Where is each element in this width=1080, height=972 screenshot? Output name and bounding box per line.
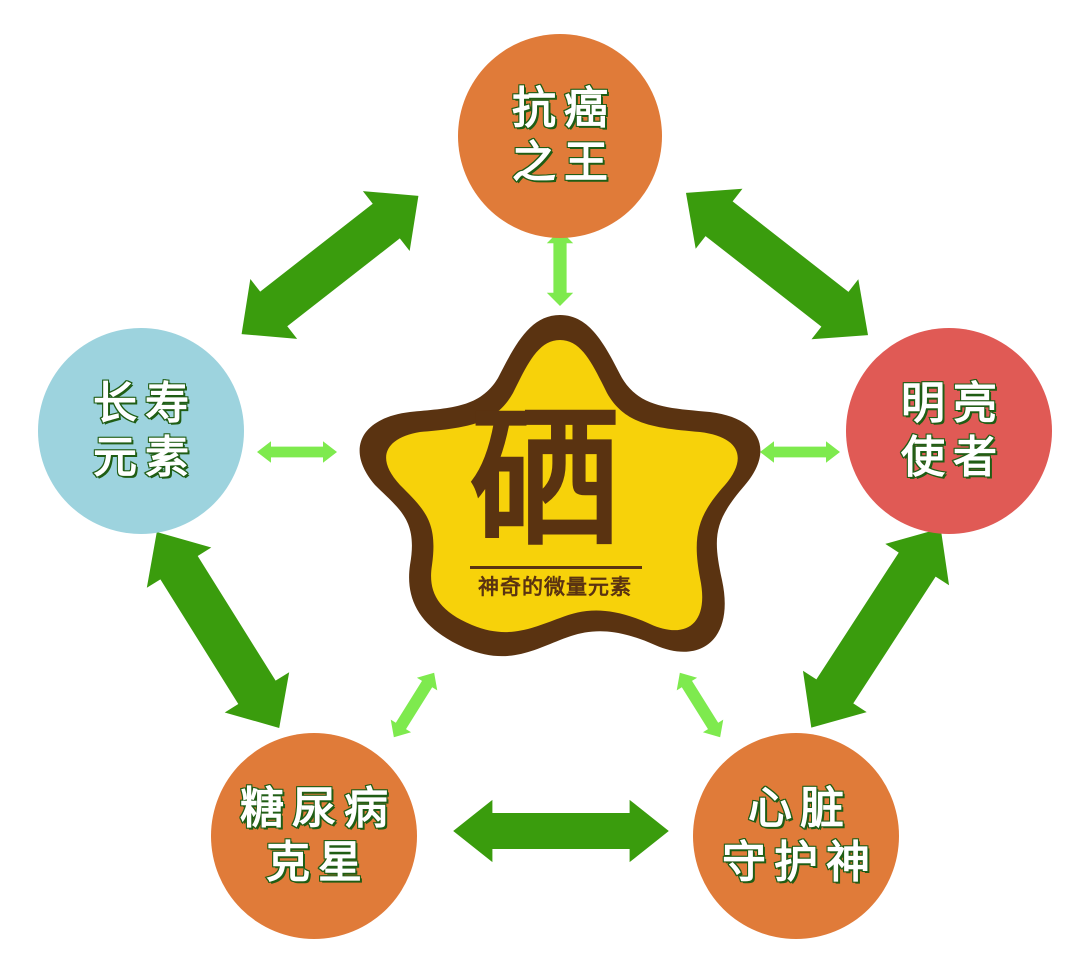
node-label-line: 抗癌 — [511, 82, 616, 135]
inner-arrow-bottomleft — [383, 666, 445, 744]
inner-arrow-left — [257, 441, 337, 463]
node-label-line: 糖尿病 — [239, 782, 396, 835]
arrow-left-bottomleft — [124, 511, 312, 749]
node-label-line: 明亮 — [900, 377, 1005, 430]
inner-arrow-top — [546, 230, 574, 306]
node-heart: 心脏 守护神 — [693, 733, 899, 939]
inner-arrow-bottomright — [669, 666, 731, 744]
node-longevity: 长寿 元素 — [38, 328, 244, 534]
node-anticancer: 抗癌 之王 — [458, 34, 662, 238]
node-label-line: 长寿 — [92, 377, 197, 430]
inner-arrow-right — [760, 441, 840, 463]
arrow-top-left — [218, 165, 442, 365]
node-label-line: 守护神 — [721, 836, 878, 889]
node-label-line: 克星 — [265, 836, 370, 889]
node-label-line: 元素 — [92, 431, 197, 484]
node-label-line: 之王 — [511, 136, 616, 189]
arrow-right-bottomright — [779, 507, 973, 749]
arrow-bottom — [453, 799, 669, 863]
node-diabetes: 糖尿病 克星 — [211, 733, 417, 939]
node-vision: 明亮 使者 — [846, 328, 1052, 534]
arrow-top-right — [662, 162, 892, 366]
center-star — [359, 315, 761, 657]
node-label-line: 使者 — [900, 431, 1005, 484]
node-label-line: 心脏 — [747, 782, 852, 835]
